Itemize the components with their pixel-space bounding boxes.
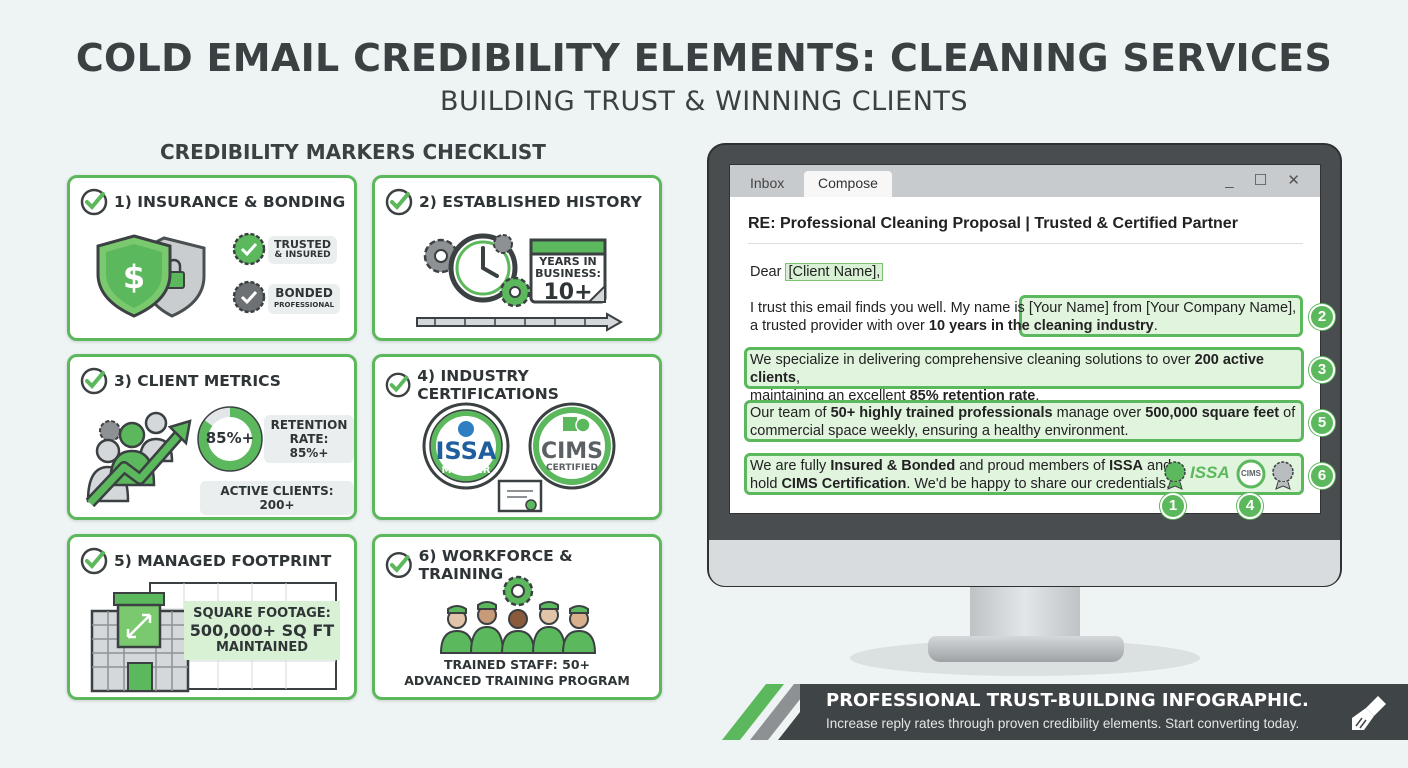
card-industry-certifications: 4) INDUSTRY CERTIFICATIONS ISSA MEMBER C…: [372, 354, 662, 520]
calendar-icon: [529, 238, 607, 304]
timeline-arrow-icon: [416, 312, 624, 332]
card-client-metrics: 3) CLIENT METRICS 85%+ RETENTION RATE: 8…: [67, 354, 357, 520]
broom-icon: [1352, 696, 1386, 730]
monitor-chin: [709, 540, 1340, 586]
subject-divider: [748, 243, 1303, 244]
highlight-box-5: [744, 400, 1304, 442]
marker-6: 6: [1309, 463, 1335, 489]
card-established-history: 2) ESTABLISHED HISTORY YEARS IN BUSINESS…: [372, 175, 662, 341]
badge-bonded: BONDED: [275, 286, 333, 300]
calendar-line2: BUSINESS:: [535, 267, 601, 280]
cims-seal-icon: [528, 402, 616, 490]
staff-line2: ADVANCED TRAINING PROGRAM: [404, 673, 630, 688]
monitor-stand-base: [928, 636, 1124, 662]
footage-line1: SQUARE FOOTAGE:: [193, 606, 331, 621]
card-label: 1) INSURANCE & BONDING: [114, 193, 346, 211]
banner-title: PROFESSIONAL TRUST-BUILDING INFOGRAPHIC.: [826, 690, 1309, 711]
footage-line3: MAINTAINED: [215, 640, 309, 655]
certificate-icon: [497, 479, 543, 513]
marker-3: 3: [1309, 357, 1335, 383]
cims-email-badge: CIMS: [1241, 469, 1261, 478]
page-title: COLD EMAIL CREDIBILITY ELEMENTS: CLEANIN…: [75, 36, 1333, 80]
clock-gears-icon: [423, 233, 531, 308]
banner-subtitle: Increase reply rates through proven cred…: [826, 716, 1300, 731]
calendar-line1: YEARS IN: [539, 255, 597, 268]
email-tab-bar: Inbox Compose _ ☐ ✕: [730, 165, 1320, 197]
award-ribbon-icon: [1272, 461, 1294, 490]
highlight-box-6: [744, 453, 1304, 495]
card-workforce-training: 6) WORKFORCE & TRAINING TRAINED STAFF: 5…: [372, 534, 662, 700]
shield-icon: $: [96, 234, 206, 318]
marker-1: 1: [1160, 493, 1186, 519]
verified-badge-icon: [232, 280, 266, 314]
highlight-box-3: [744, 347, 1304, 389]
insured-seal-icon: [1164, 461, 1186, 490]
retention-line2: RATE: 85%+: [289, 432, 329, 460]
email-subject: RE: Professional Cleaning Proposal | Tru…: [748, 215, 1238, 232]
checkmark-icon: [385, 188, 413, 216]
card-managed-footprint: 5) MANAGED FOOTPRINT SQUARE FOOTAGE: 500…: [67, 534, 357, 700]
issa-logo-text: ISSA: [435, 437, 497, 465]
svg-text:$: $: [123, 258, 145, 296]
staff-team-icon: [439, 575, 597, 654]
checkmark-icon: [385, 372, 411, 398]
email-window: Inbox Compose _ ☐ ✕ RE: Professional Cle…: [729, 164, 1321, 514]
marker-2: 2: [1309, 304, 1335, 330]
checkmark-icon: [80, 367, 108, 395]
issa-seal-icon: [422, 402, 510, 490]
email-paragraph-3: Our team of 50+ highly trained professio…: [750, 405, 1296, 439]
issa-email-badge: ISSA: [1190, 463, 1230, 482]
email-greeting: Dear [Client Name],: [750, 263, 884, 281]
retention-line1: RETENTION: [270, 418, 348, 432]
badge-trusted: TRUSTED: [274, 238, 331, 251]
marker-5: 5: [1309, 410, 1335, 436]
card-label: 3) CLIENT METRICS: [114, 372, 281, 390]
card-label: 6) WORKFORCE & TRAINING: [418, 547, 573, 583]
email-paragraph-4: We are fully Insured & Bonded and proud …: [750, 458, 1172, 492]
checklist-title: CREDIBILITY MARKERS CHECKLIST: [160, 140, 546, 164]
highlight-box-2: [1019, 295, 1303, 337]
staff-line1: TRAINED STAFF: 50+: [443, 657, 591, 672]
bottom-banner: [800, 684, 1408, 740]
page-subtitle: BUILDING TRUST & WINNING CLIENTS: [439, 86, 969, 117]
calendar-value: 10+: [543, 280, 593, 305]
badge-insured: & INSURED: [274, 250, 331, 260]
checkmark-icon: [80, 547, 108, 575]
tab-inbox[interactable]: Inbox: [750, 175, 785, 191]
badge-professional: PROFESSIONAL: [274, 301, 335, 309]
email-paragraph-2: We specialize in delivering comprehensiv…: [750, 352, 1264, 404]
retention-ring-icon: [197, 406, 263, 472]
tab-compose[interactable]: Compose: [804, 171, 892, 197]
window-controls[interactable]: _ ☐ ✕: [1225, 172, 1308, 189]
checkmark-icon: [385, 551, 412, 579]
growth-people-icon: [85, 411, 192, 508]
cims-logo-text: CIMS: [540, 439, 604, 464]
greeting-name: [Client Name],: [785, 263, 884, 281]
issa-sub: MEMBER: [441, 465, 491, 476]
email-paragraph-1: I trust this email finds you well. My na…: [750, 300, 1297, 334]
active-clients: ACTIVE CLIENTS: 200+: [200, 481, 354, 515]
verified-badge-icon: [232, 232, 266, 266]
card-label: 5) MANAGED FOOTPRINT: [114, 552, 332, 570]
cims-sub: CERTIFIED: [546, 463, 598, 473]
card-insurance-bonding: 1) INSURANCE & BONDING $ TRUSTED & INSUR…: [67, 175, 357, 341]
marker-4: 4: [1237, 493, 1263, 519]
cims-email-seal-icon: [1236, 459, 1266, 489]
card-label: 4) INDUSTRY CERTIFICATIONS: [417, 367, 559, 403]
footage-line2: 500,000+ SQ FT: [189, 621, 335, 640]
card-label: 2) ESTABLISHED HISTORY: [419, 193, 642, 211]
ring-value: 85%+: [205, 429, 255, 447]
checkmark-icon: [80, 188, 108, 216]
